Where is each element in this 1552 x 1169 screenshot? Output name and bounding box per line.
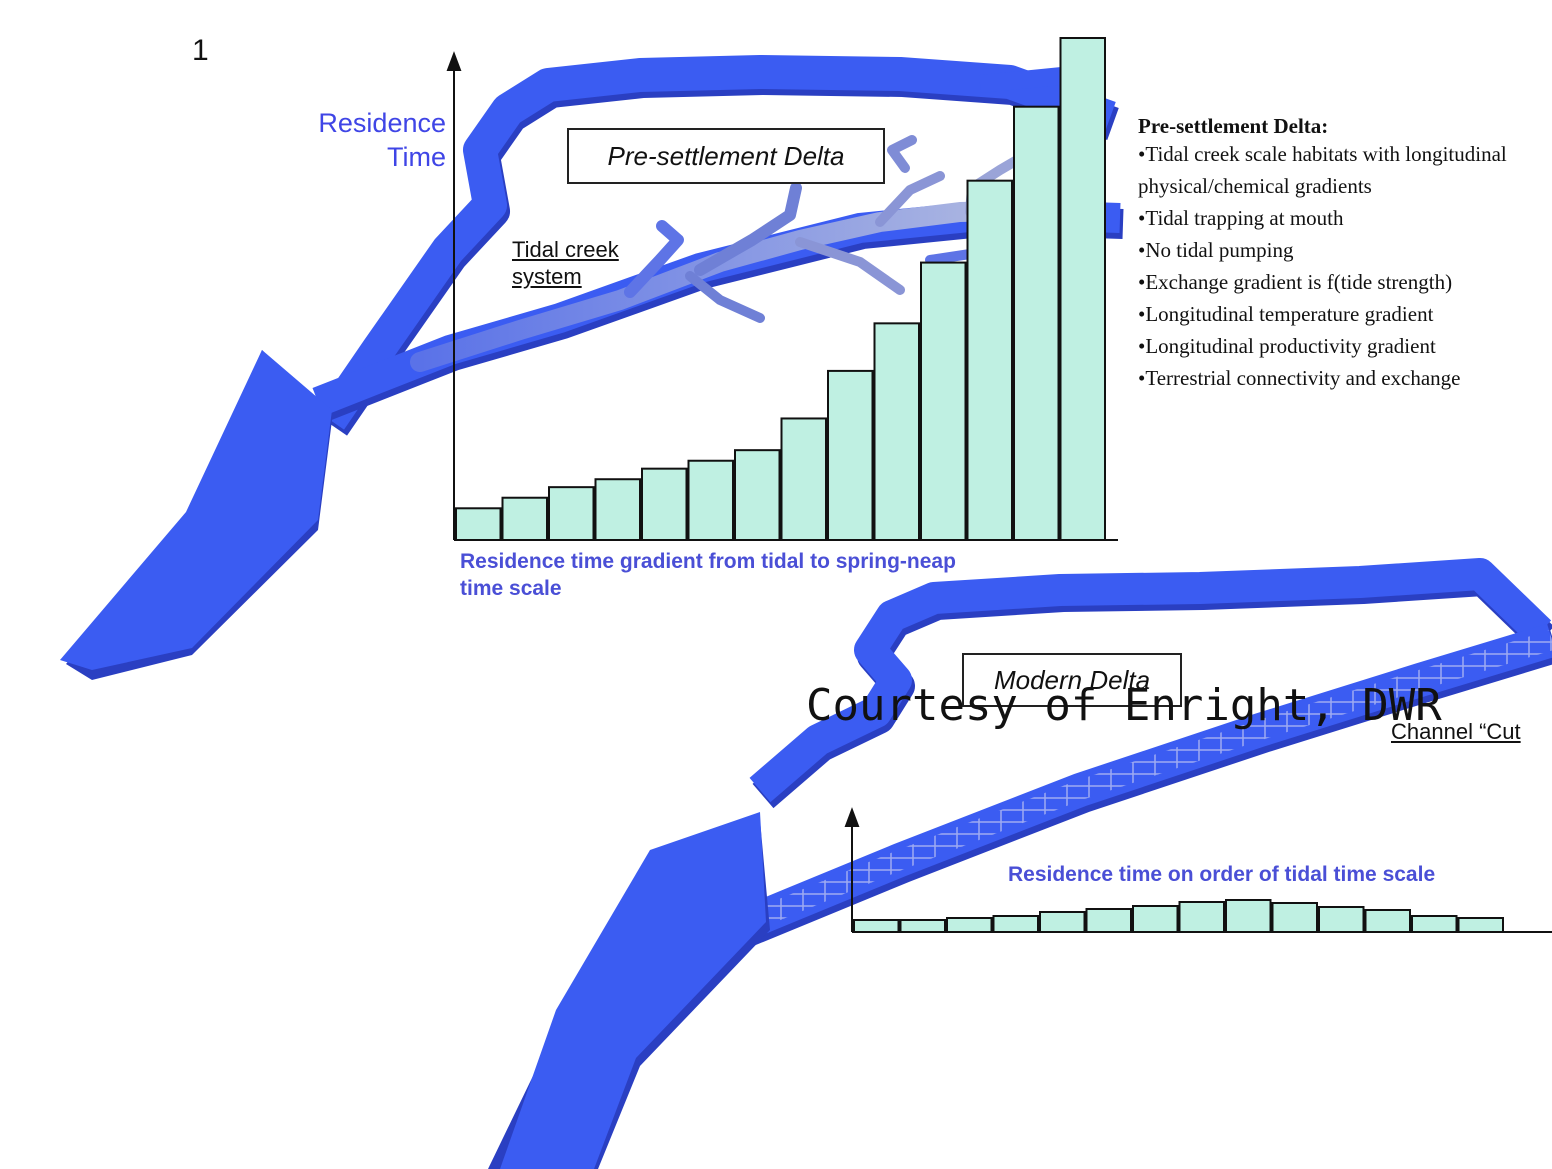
pre-settlement-bar-2 <box>501 496 548 542</box>
creek-branch-a <box>624 220 684 298</box>
modern-bar-6 <box>1085 908 1132 933</box>
pre-settlement-bar-10 <box>873 322 920 542</box>
modern-bar-10 <box>1271 902 1318 933</box>
pre-settlement-bar-14 <box>1059 37 1106 541</box>
creek-main <box>410 200 1060 372</box>
tidal-creek-network <box>410 135 1060 372</box>
notes-item: •Tidal creek scale habitats with longitu… <box>1138 142 1507 198</box>
modern-bar-4 <box>992 915 1039 933</box>
modern-bar-13 <box>1411 915 1458 933</box>
pre-settlement-bar-4 <box>594 478 641 541</box>
notes-list: •Tidal creek scale habitats with longitu… <box>1138 138 1550 394</box>
notes-item: •No tidal pumping <box>1138 238 1294 262</box>
modern-bar-11 <box>1318 906 1365 933</box>
modern-bar-5 <box>1039 911 1086 933</box>
modern-delta-label: Modern Delta <box>962 653 1182 707</box>
modern-bar-12 <box>1364 909 1411 933</box>
pre-settlement-notes: Pre-settlement Delta: •Tidal creek scale… <box>1138 110 1550 394</box>
pre-settlement-bar-11 <box>920 261 967 541</box>
axis-title-line-2: Time <box>387 142 446 172</box>
creek-branch-c <box>685 271 765 323</box>
creek-branch-e <box>875 171 945 227</box>
main-stem-channel <box>60 350 332 670</box>
modern-bar-9 <box>1225 899 1272 933</box>
courtesy-credit: Courtesy of Enright, DWR <box>806 680 1442 731</box>
pre-settlement-bar-8 <box>780 417 827 542</box>
pre-settlement-bar-9 <box>827 369 874 542</box>
modern-bar-14 <box>1457 917 1504 933</box>
pre-settlement-bar-1 <box>455 507 502 542</box>
modern-channel-network <box>488 558 1552 1169</box>
axis-title-line-1: Residence <box>318 108 446 138</box>
upper-loop-channel <box>315 55 1116 430</box>
modern-main-stem <box>500 812 766 1169</box>
pre-settlement-bars <box>455 37 1106 542</box>
notes-item: •Exchange gradient is f(tide strength) <box>1138 270 1453 294</box>
page-number: 1 <box>192 34 209 67</box>
pre-settlement-bar-5 <box>641 467 688 541</box>
channel-cut-label: Channel “Cut <box>1391 719 1521 744</box>
notes-item: •Longitudinal productivity gradient <box>1138 334 1436 358</box>
notes-item: •Tidal trapping at mouth <box>1138 206 1344 230</box>
pre-settlement-bar-13 <box>1013 105 1060 542</box>
pre-settlement-bar-3 <box>548 486 595 542</box>
modern-upper-channel <box>749 558 1552 803</box>
modern-y-axis-arrow <box>844 807 860 827</box>
creek-branch-g <box>887 135 917 173</box>
pre-settlement-caption: Residence time gradient from tidal to sp… <box>460 550 956 600</box>
pre-settlement-bar-6 <box>687 459 734 542</box>
modern-bar-3 <box>946 917 993 933</box>
modern-bars <box>853 899 1504 933</box>
creek-branch-d <box>795 237 905 295</box>
notes-item: •Terrestrial connectivity and exchange <box>1138 366 1461 390</box>
notes-item: •Longitudinal temperature gradient <box>1138 302 1434 326</box>
pre-settlement-bar-7 <box>734 449 781 542</box>
pre-settlement-bar-12 <box>966 179 1013 542</box>
pre-settlement-delta-label: Pre-settlement Delta <box>567 128 885 184</box>
notes-title: Pre-settlement Delta: <box>1138 114 1329 138</box>
modern-bar-1 <box>853 919 900 933</box>
modern-bar-7 <box>1132 905 1179 933</box>
pre-y-axis-arrow <box>446 51 462 71</box>
modern-bar-2 <box>899 919 946 933</box>
creek-branch-b <box>694 182 802 276</box>
upper-branch-channel <box>979 67 1063 93</box>
residence-time-axis-title: Residence Time <box>272 106 446 174</box>
modern-cut-channel-texture <box>726 630 1552 940</box>
modern-caption: Residence time on order of tidal time sc… <box>1008 863 1436 886</box>
modern-bar-8 <box>1178 901 1225 933</box>
tidal-creek-system-label: Tidal creek system <box>512 237 619 289</box>
